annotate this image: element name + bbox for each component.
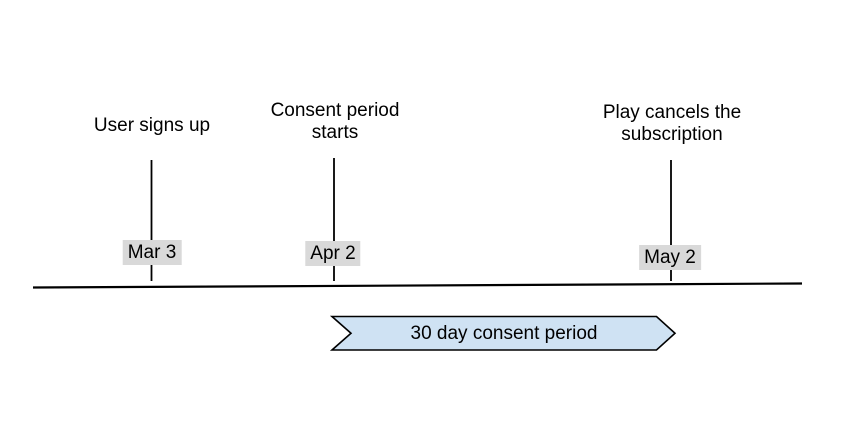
date-chip-may-2: May 2	[639, 245, 701, 270]
event-label-user-signs-up: User signs up	[93, 115, 211, 136]
consent-period-ribbon-label: 30 day consent period	[410, 323, 598, 344]
timeline-axis-line	[32, 282, 803, 289]
event-label-play-cancels-subscription: Play cancels the subscription	[602, 102, 742, 145]
event-label-consent-period-starts: Consent period starts	[270, 100, 400, 143]
date-chip-apr-2: Apr 2	[305, 241, 361, 266]
date-chip-mar-3: Mar 3	[122, 240, 182, 265]
consent-period-ribbon	[329, 315, 677, 351]
